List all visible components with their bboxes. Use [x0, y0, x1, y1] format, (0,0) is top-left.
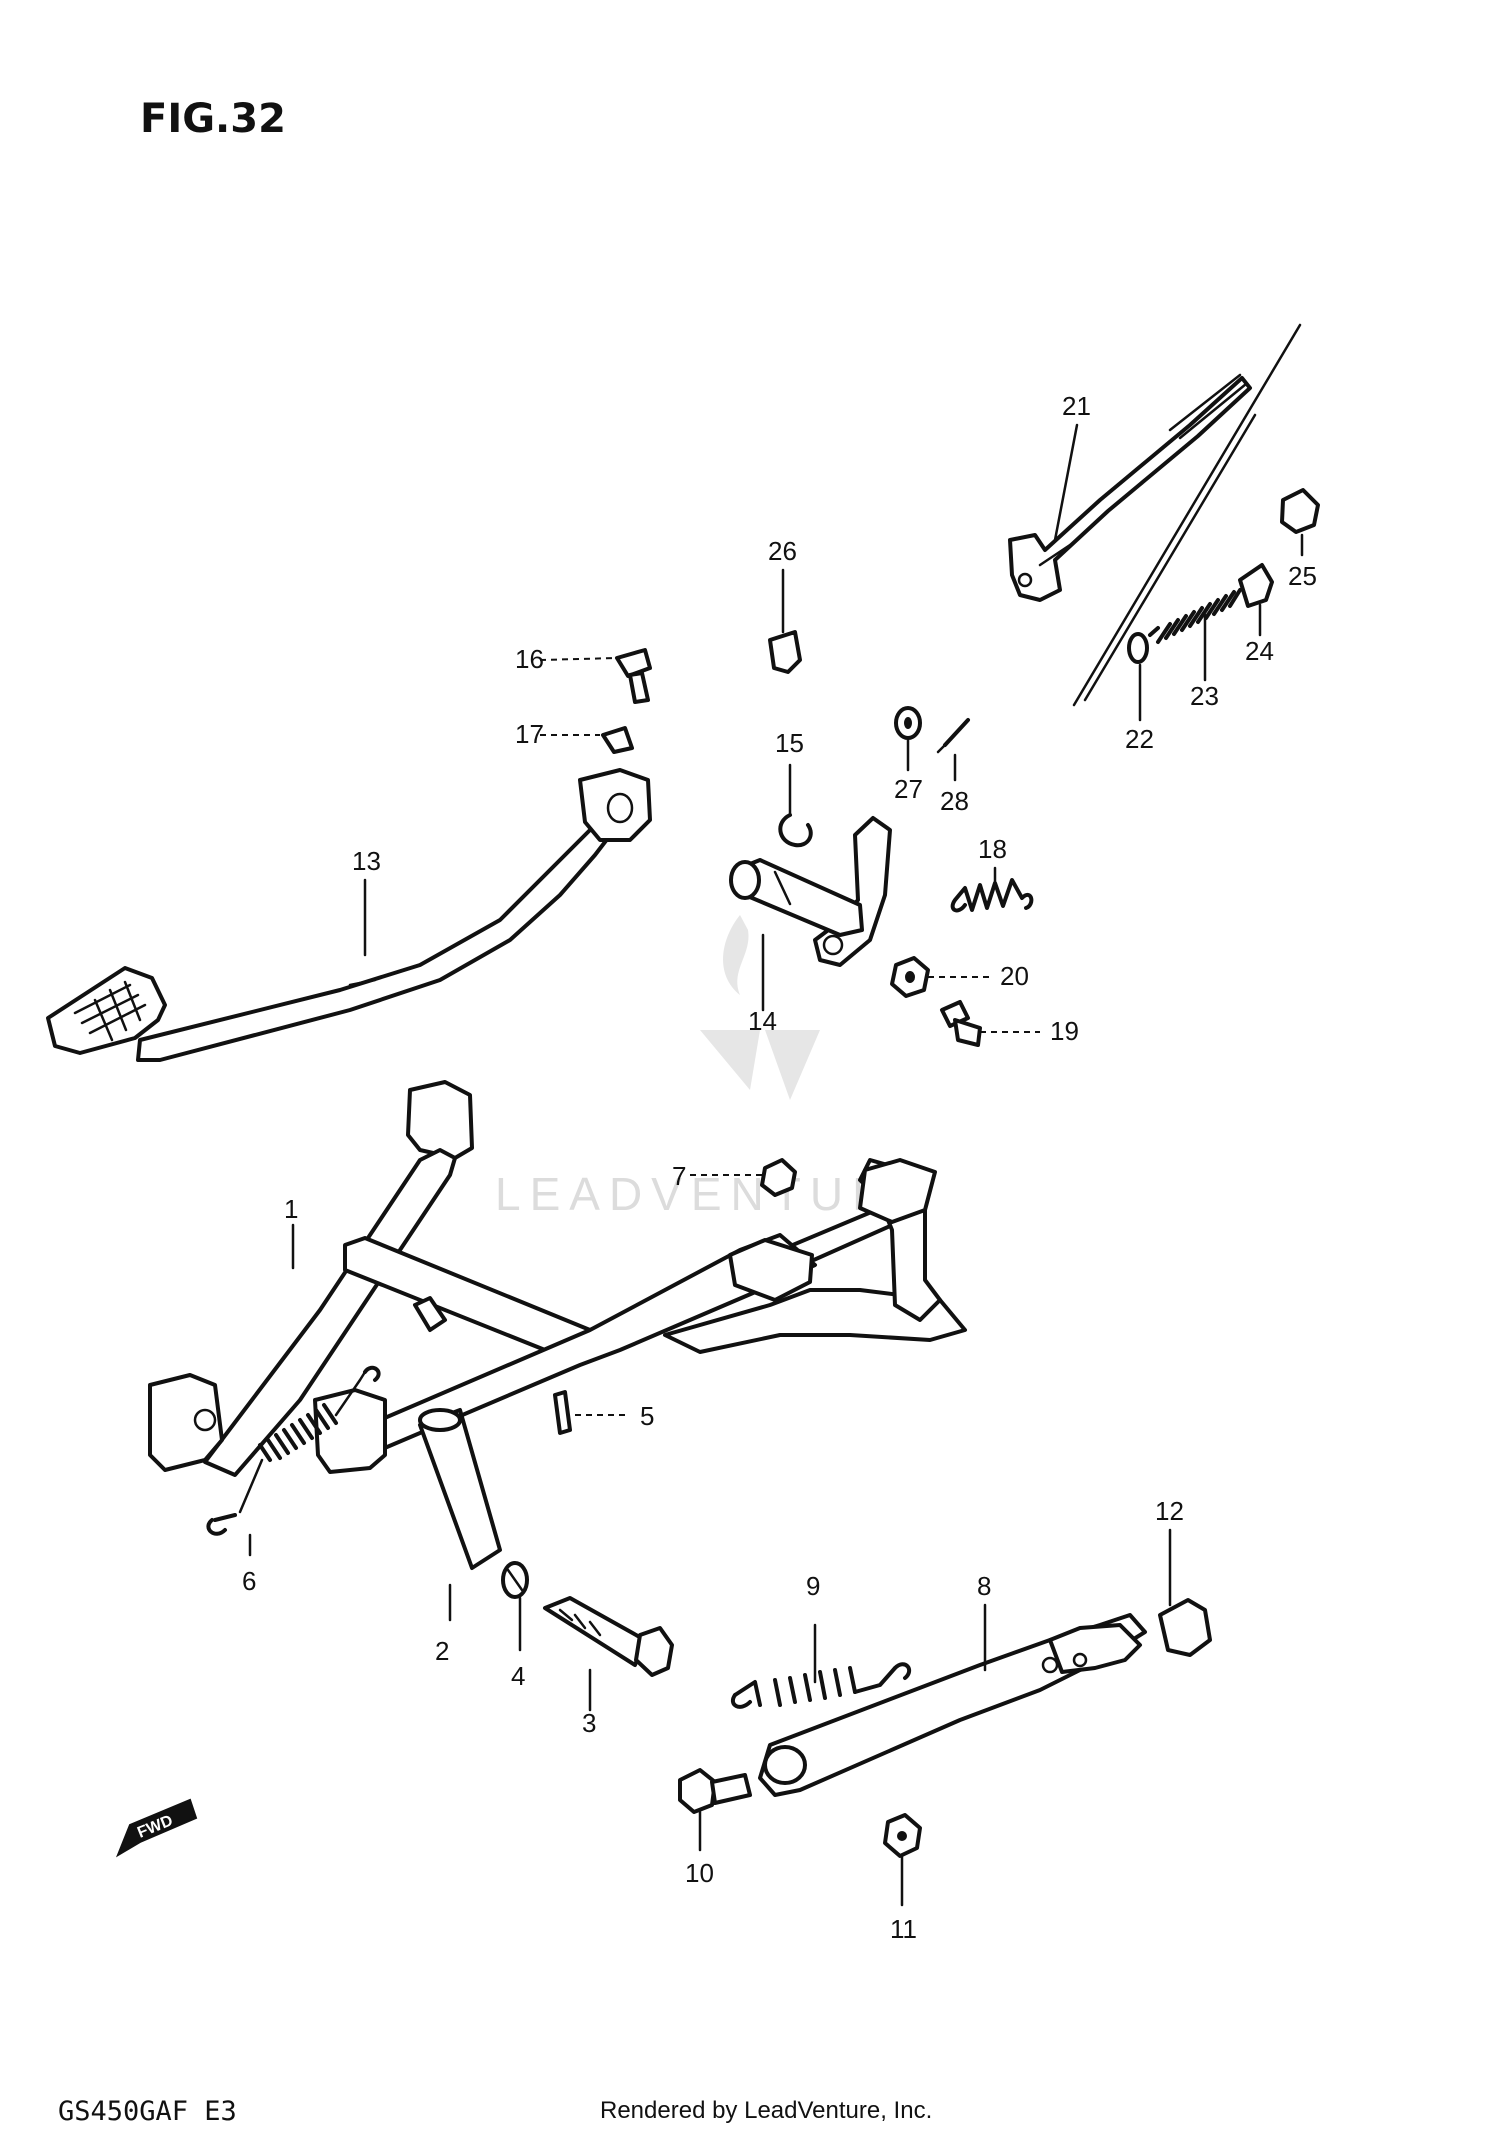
part-23-spring — [1148, 588, 1242, 644]
callout-7: 7 — [672, 1161, 686, 1191]
callout-16: 16 — [515, 644, 544, 674]
render-credit: Rendered by LeadVenture, Inc. — [600, 2097, 932, 2124]
center-stand — [148, 1080, 967, 1477]
callout-26: 26 — [768, 536, 797, 566]
part-24-joint — [1238, 563, 1274, 608]
part-6-spring — [206, 1365, 381, 1536]
callout-10: 10 — [685, 1858, 714, 1888]
callout-2: 2 — [435, 1636, 449, 1666]
part-5-cotter-pin — [553, 1390, 572, 1435]
callout-14: 14 — [748, 1006, 777, 1036]
part-22-washer — [1127, 632, 1149, 664]
figure-title: FIG.32 — [140, 96, 286, 142]
callout-11: 11 — [890, 1914, 917, 1944]
part-27-washer — [894, 706, 922, 740]
part-16-bolt — [615, 648, 652, 704]
callout-13: 13 — [352, 846, 381, 876]
part-15-circlip — [778, 813, 813, 848]
callout-12: 12 — [1155, 1496, 1184, 1526]
brake-rod — [1008, 373, 1252, 602]
callout-20: 20 — [1000, 961, 1029, 991]
model-code: GS450GAF E3 — [58, 2096, 237, 2127]
watermark: LEADVENTURE — [495, 915, 934, 1220]
forward-arrow: FWD — [115, 1798, 198, 1858]
watermark-text: LEADVENTURE — [495, 1168, 934, 1220]
part-12-bushing — [1158, 1598, 1212, 1657]
callout-9: 9 — [806, 1571, 820, 1601]
callout-17: 17 — [515, 719, 544, 749]
part-4-washer — [501, 1561, 529, 1599]
callout-3: 3 — [582, 1708, 596, 1738]
leader-lines — [248, 423, 1304, 1907]
part-7-stopper — [760, 1158, 797, 1197]
callout-25: 25 — [1288, 561, 1317, 591]
callout-21: 21 — [1062, 391, 1091, 421]
part-11-nut — [883, 1813, 922, 1858]
callout-15: 15 — [775, 728, 804, 758]
adjuster-group-outline — [1072, 323, 1302, 707]
part-10-bolt — [678, 1768, 752, 1814]
callout-24: 24 — [1245, 636, 1274, 666]
brake-pedal — [46, 768, 652, 1062]
callout-28: 28 — [940, 786, 969, 816]
adjuster-parts — [1127, 488, 1320, 664]
callout-8: 8 — [977, 1571, 991, 1601]
callout-22: 22 — [1125, 724, 1154, 754]
callout-6: 6 — [242, 1566, 256, 1596]
part-17-pin — [601, 726, 634, 754]
part-26-clip — [768, 630, 802, 674]
callout-23: 23 — [1190, 681, 1219, 711]
callout-4: 4 — [511, 1661, 525, 1691]
callout-19: 19 — [1050, 1016, 1079, 1046]
part-8-side-stand — [758, 1613, 1147, 1797]
callout-18: 18 — [978, 834, 1007, 864]
part-25-nut — [1280, 488, 1320, 534]
part-28-pin — [936, 718, 970, 754]
part-9-spring — [730, 1662, 912, 1709]
part-20-nut — [890, 956, 930, 998]
part-18-spring — [950, 878, 1034, 913]
pivot-shaft — [729, 816, 892, 967]
part-19-bolt — [940, 1000, 982, 1047]
callout-27: 27 — [894, 774, 923, 804]
part-2-bushing — [418, 1408, 502, 1570]
part-3-bolt — [543, 1596, 674, 1677]
callout-labels: 1 2 3 4 5 6 7 8 9 10 11 12 13 14 15 16 1… — [242, 391, 1317, 1944]
callout-1: 1 — [284, 1194, 298, 1224]
callout-5: 5 — [640, 1401, 654, 1431]
